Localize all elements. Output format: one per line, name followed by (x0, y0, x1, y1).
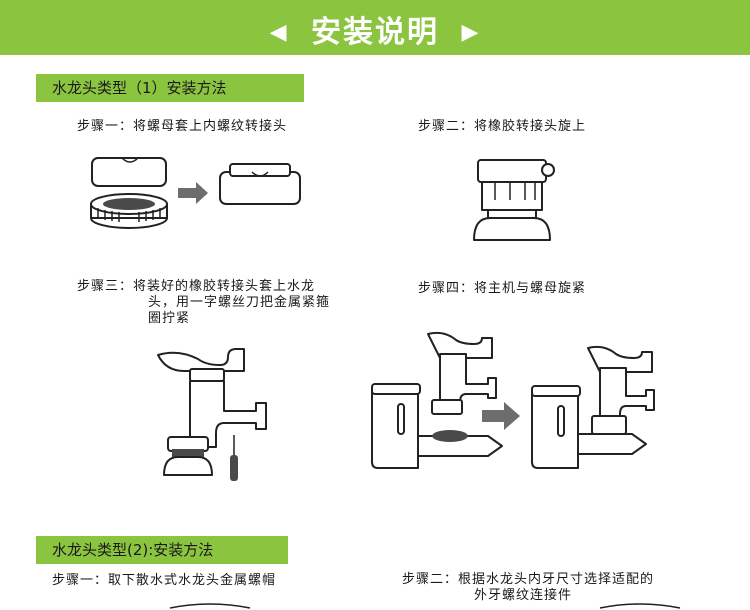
s2-step2-line1: 步骤二：根据水龙头内牙尺寸选择适配的 (402, 572, 655, 587)
section2-step1-text: 步骤一：取下散水式水龙头金属螺帽 (52, 573, 277, 588)
section1-step4-text: 步骤四：将主机与螺母旋紧 (418, 281, 587, 296)
s2-step2-line2: 外牙螺纹连接件 (474, 588, 573, 603)
left-arrow-icon: ◀ (269, 20, 289, 45)
page-title: 安装说明 (311, 15, 439, 50)
right-arrow-icon: ▶ (461, 20, 481, 45)
step3-line3: 圈拧紧 (148, 311, 191, 326)
step1-illustration (90, 157, 301, 229)
section1-step3-text: 步骤三：将装好的橡胶转接头套上水龙 头，用一字螺丝刀把金属紧箍 圈拧紧 (77, 279, 330, 327)
step3-line2: 头，用一字螺丝刀把金属紧箍 (148, 295, 331, 310)
arrow-right-icon (482, 402, 520, 430)
section2-step2-text: 步骤二：根据水龙头内牙尺寸选择适配的 外牙螺纹连接件 (402, 572, 654, 604)
step4-illustration (371, 331, 655, 469)
section2-heading: 水龙头类型(2):安装方法 (36, 536, 288, 564)
banner-title: ◀ 安装说明 ▶ (0, 7, 750, 51)
step2-illustration (473, 159, 555, 241)
section1-step1-text: 步骤一：将螺母套上内螺纹转接头 (77, 119, 288, 134)
section1-step2-text: 步骤二：将橡胶转接头旋上 (418, 119, 587, 134)
arrow-right-icon (178, 182, 208, 204)
bottom-partial-illustrations (169, 603, 681, 609)
step3-line1: 步骤三：将装好的橡胶转接头套上水龙 (77, 279, 316, 294)
step3-illustration (157, 348, 267, 481)
section1-heading: 水龙头类型（1）安装方法 (36, 74, 304, 102)
title-banner (0, 0, 750, 55)
